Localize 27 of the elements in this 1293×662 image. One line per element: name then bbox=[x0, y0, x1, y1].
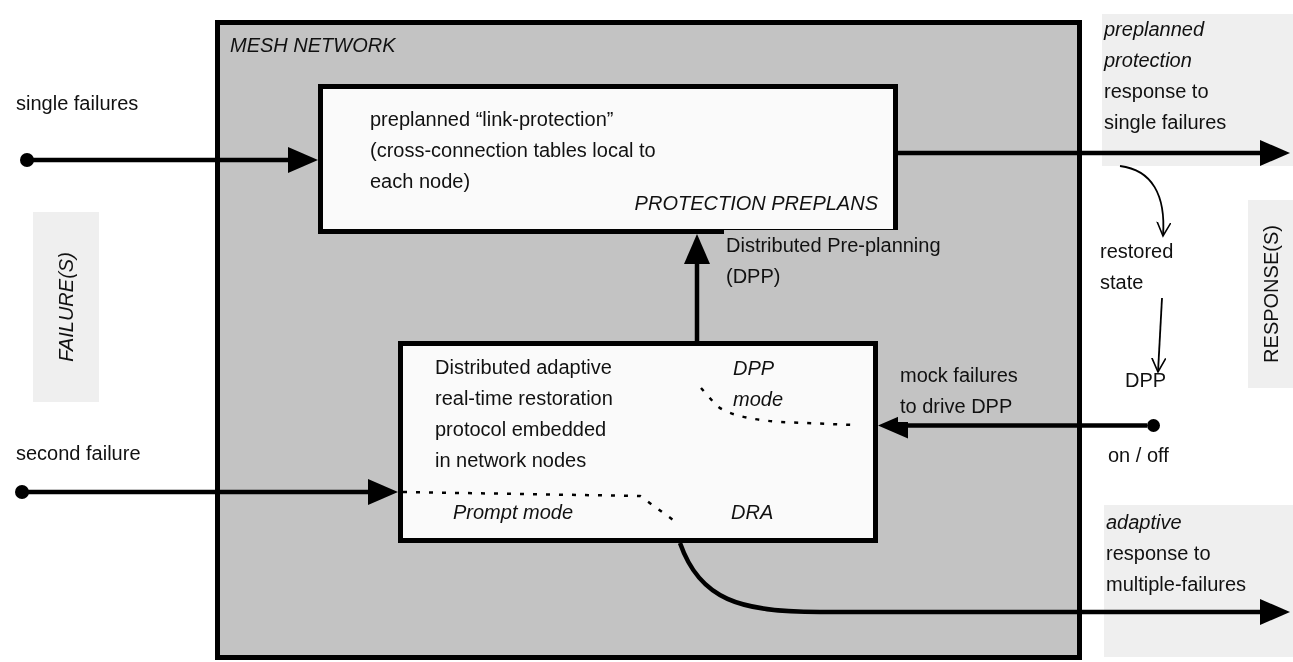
band-label: preplanned protection response to single failures bbox=[1104, 17, 1228, 135]
output-band bbox=[1102, 14, 1293, 166]
panel-title: MESH NETWORK bbox=[230, 33, 396, 58]
box-description: Distributed adaptive real-time restoration protocol embedded in network nodes bbox=[435, 355, 614, 473]
process-box bbox=[318, 84, 898, 234]
band-label: adaptive response to multiple-failures bbox=[1106, 510, 1248, 597]
process-box bbox=[398, 341, 878, 543]
box-description: preplanned “link-protection” (cross-connection tables local to each node) bbox=[370, 107, 657, 194]
mode-label: DPP mode bbox=[733, 356, 785, 412]
arrow bbox=[15, 479, 398, 505]
arrow bbox=[20, 147, 318, 173]
arrow bbox=[677, 542, 1290, 625]
box-title: DRA bbox=[731, 500, 774, 525]
mode-label: Prompt mode bbox=[453, 500, 574, 525]
output-band bbox=[1104, 505, 1293, 657]
node-caption: on / off bbox=[1108, 443, 1169, 468]
state-label: restored state bbox=[1100, 239, 1175, 295]
network-panel bbox=[215, 20, 1082, 660]
switch-dot bbox=[1147, 419, 1160, 432]
arrow bbox=[898, 140, 1290, 166]
node-caption: DPP bbox=[1125, 368, 1167, 393]
box-title: PROTECTION PREPLANS bbox=[634, 191, 878, 216]
band-label: FAILURE(S) bbox=[53, 252, 78, 362]
curved-arrow bbox=[1150, 297, 1167, 373]
band-label: RESPONSE(S) bbox=[1258, 225, 1283, 363]
curved-arrow bbox=[1119, 165, 1172, 237]
arrow bbox=[684, 234, 710, 341]
